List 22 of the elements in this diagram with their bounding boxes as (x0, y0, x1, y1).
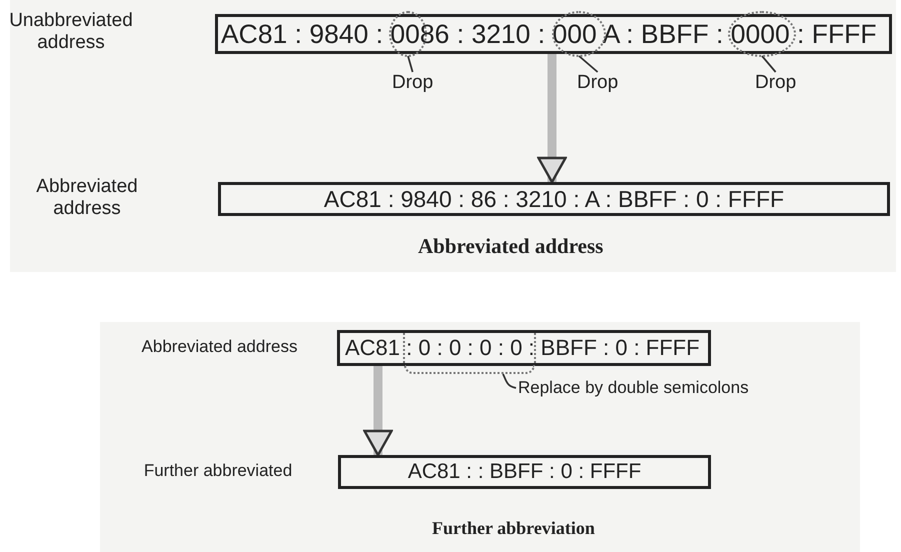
leader-line (761, 55, 776, 73)
leader-line (407, 56, 414, 72)
row-label: Abbreviated address (35, 176, 139, 220)
figure-caption: Further abbreviation (432, 518, 595, 539)
hollow-arrow (537, 54, 567, 184)
row-label: Further abbreviated (142, 461, 294, 481)
leader-line (502, 373, 516, 389)
dotted-circle (728, 11, 796, 57)
address-box: AC81 : 9840 : 0086 : 3210 : 000 A : BBFF : 0000 : FFFF (215, 14, 892, 54)
hollow-arrow (363, 366, 393, 456)
leader-line (578, 55, 598, 73)
address-box: AC81 : 9840 : 86 : 3210 : A : BBFF : 0 : FFFF (218, 182, 890, 216)
address-box: AC81 : : BBFF : 0 : FFFF (338, 455, 711, 489)
row-label: Abbreviated address (140, 337, 298, 357)
figure-caption: Abbreviated address (418, 234, 604, 259)
annotation-text: Drop (755, 72, 796, 94)
row-label: Unabbreviated address (8, 10, 134, 54)
annotation-text: Replace by double semicolons (518, 378, 749, 398)
annotation-text: Drop (577, 72, 618, 94)
dotted-bracket (404, 365, 535, 374)
annotation-text: Drop (392, 72, 434, 94)
address-box: AC81 : 0 : 0 : 0 : 0 : BBFF : 0 : FFFF (337, 330, 711, 366)
